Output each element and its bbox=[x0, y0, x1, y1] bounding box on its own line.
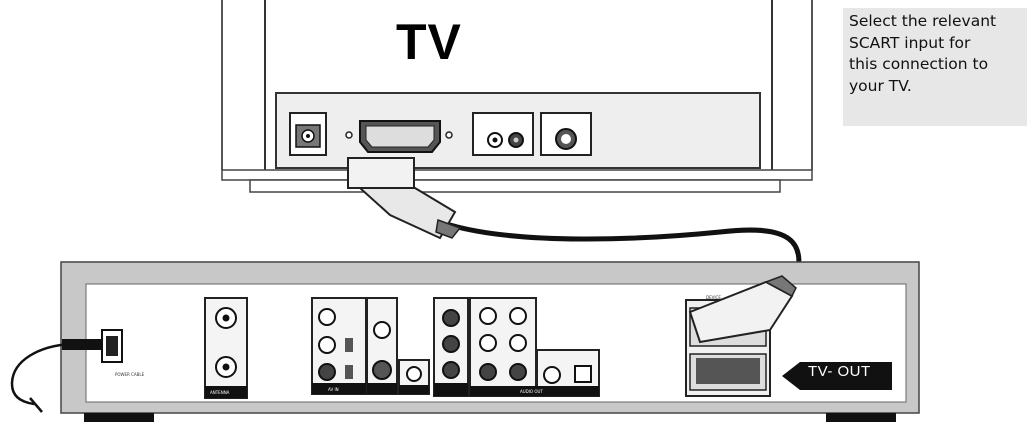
instruction-line: SCART input for bbox=[849, 33, 971, 52]
svg-text:ANTENNA: ANTENNA bbox=[210, 390, 230, 395]
audio-output-panel: AUDIO OUT bbox=[433, 297, 600, 397]
instruction-line: this connection to bbox=[849, 55, 989, 73]
tv-antenna-input bbox=[289, 112, 327, 156]
tv-svideo-input bbox=[540, 112, 592, 156]
scart-cable bbox=[347, 157, 802, 288]
tv-out-label: TV- OUT bbox=[808, 363, 871, 380]
power-cable bbox=[10, 339, 102, 413]
power-input: POWER CABLE bbox=[101, 329, 145, 377]
antenna-panel: ANTENNA bbox=[204, 297, 248, 399]
tv-audio-input bbox=[472, 112, 534, 156]
svg-text:POWER CABLE: POWER CABLE bbox=[115, 372, 145, 377]
tv-set bbox=[221, 0, 813, 193]
tv-scart-input bbox=[345, 120, 453, 153]
instruction-line: your TV. bbox=[849, 76, 912, 95]
video-output-panel: AV IN bbox=[311, 297, 430, 395]
tv-out-arrow bbox=[782, 362, 892, 390]
scart-plug-dvd-end bbox=[688, 275, 797, 344]
instruction-line: Select the relevant bbox=[849, 12, 997, 30]
dvd-player: POWER CABLE ANTENNA AV IN bbox=[60, 261, 920, 422]
instruction-note: Select the relevant SCART input for this… bbox=[843, 8, 1027, 126]
svg-text:AUDIO OUT: AUDIO OUT bbox=[520, 389, 543, 394]
scart-plug-tv-end bbox=[347, 157, 462, 240]
svg-text:DEVICE: DEVICE bbox=[706, 295, 721, 300]
tv-title: TV bbox=[396, 14, 462, 70]
svg-text:AV IN: AV IN bbox=[328, 387, 339, 392]
